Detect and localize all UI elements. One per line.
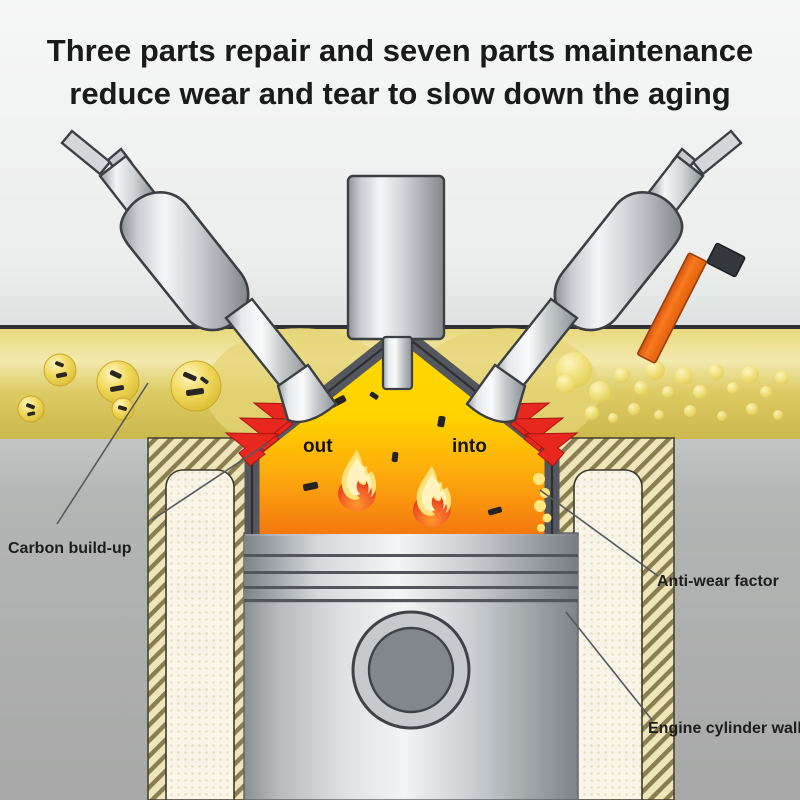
- carbon-droplet: [17, 395, 45, 423]
- wrist-pin-bore: [351, 610, 471, 730]
- leader-line-group: [56, 382, 659, 721]
- leader-line-carbon-lower: [151, 442, 269, 521]
- carbon-droplet: [170, 360, 222, 412]
- fuel-injector: [346, 174, 446, 391]
- flame-icon: [337, 449, 377, 511]
- flow-out-label: out: [303, 436, 333, 457]
- label-carbon-build-up: Carbon build-up: [8, 540, 132, 557]
- flame-icon-group: [337, 449, 452, 527]
- label-anti-wear-factor: Anti-wear factor: [657, 573, 779, 590]
- carbon-droplet: [96, 360, 140, 404]
- flame-icon: [412, 465, 452, 527]
- leader-line-cylinder: [565, 611, 653, 721]
- leader-line-carbon-upper: [56, 382, 149, 525]
- carbon-droplet-group: [17, 353, 222, 423]
- anti-wear-additive-rod: [637, 242, 746, 364]
- page-title-line-1: Three parts repair and seven parts maint…: [47, 33, 753, 68]
- piston-ring-group: [244, 536, 578, 603]
- label-engine-cylinder-wall: Engine cylinder wall: [648, 720, 800, 737]
- exhaust-valve-assembly: [60, 129, 338, 424]
- intake-valve-assembly: [465, 129, 743, 424]
- antiwear-bubble-group: [556, 352, 789, 423]
- flow-into-label: into: [452, 436, 487, 457]
- piston: [243, 532, 579, 800]
- carbon-droplet: [43, 353, 77, 387]
- leader-line-antiwear: [539, 489, 659, 577]
- chamber-edge-bubbles: [533, 473, 552, 532]
- page-title-line-2: reduce wear and tear to slow down the ag…: [69, 76, 730, 111]
